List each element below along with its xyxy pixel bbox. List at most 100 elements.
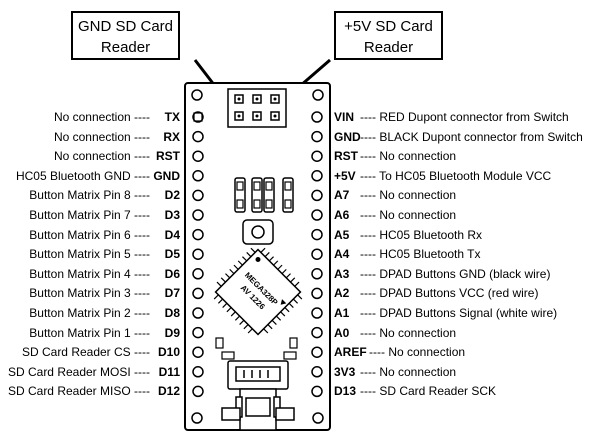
- right-pin-desc: ---- BLACK Dupont connector from Switch: [360, 129, 583, 144]
- left-pin-desc: No connection ----: [53, 149, 150, 164]
- right-pin-hole: [311, 326, 323, 339]
- left-pin-desc: No connection ----: [53, 129, 150, 144]
- left-pin-hole: [192, 189, 204, 202]
- right-pin-hole: [311, 307, 323, 319]
- left-pin-desc: Button Matrix Pin 7 ----: [29, 208, 150, 222]
- left-pin-desc: Button Matrix Pin 1 ----: [29, 325, 150, 340]
- right-pin-hole: [311, 346, 323, 358]
- right-pin-desc: ---- HC05 Bluetooth Tx: [360, 247, 481, 262]
- right-pin-name: A6: [334, 208, 350, 222]
- left-pin-name: D9: [164, 325, 180, 340]
- right-pin-desc: ---- DPAD Buttons Signal (white wire): [360, 306, 558, 320]
- reset-button: [242, 219, 274, 245]
- right-pin-desc: ---- DPAD Buttons GND (black wire): [360, 266, 551, 281]
- left-pin-hole: [192, 248, 204, 260]
- right-pin-hole: [311, 268, 323, 280]
- left-pin-hole: [192, 366, 204, 378]
- right-pin-desc: ---- RED Dupont connector from Switch: [360, 110, 569, 124]
- left-pin-desc: SD Card Reader MISO ----: [7, 384, 150, 399]
- right-pin-name: GND: [334, 129, 361, 144]
- right-pin-hole: [311, 111, 323, 123]
- right-pin-name: RST: [334, 149, 358, 164]
- vcc-callout-leader: [299, 58, 331, 88]
- right-pin-desc: ---- No connection: [360, 208, 457, 222]
- mounting-holes: [191, 89, 324, 424]
- right-pin-hole: [311, 385, 323, 398]
- right-pin-name: VIN: [334, 110, 355, 124]
- left-pin-hole: [192, 170, 204, 182]
- right-pin-desc: ---- To HC05 Bluetooth Module VCC: [360, 168, 552, 183]
- vcc-callout-line2: Reader: [363, 39, 414, 56]
- left-pin-name: D5: [164, 247, 180, 262]
- right-pin-desc: ---- No connection: [360, 364, 457, 379]
- left-pin-hole: [192, 385, 204, 398]
- right-pin-desc: ---- HC05 Bluetooth Rx: [360, 227, 483, 242]
- right-pin-hole: [311, 189, 323, 202]
- left-pin-desc: Button Matrix Pin 2 ----: [29, 306, 150, 320]
- icsp-header: [227, 88, 287, 128]
- left-pin-hole: [192, 346, 204, 358]
- left-pin-name: D12: [157, 384, 180, 399]
- left-pin-desc: No connection ----: [53, 110, 150, 124]
- right-pin-hole: [311, 248, 323, 260]
- vcc-sd-card-callout: +5V SD Card Reader: [334, 11, 443, 60]
- left-pin-name: D4: [164, 227, 180, 242]
- left-pin-hole: [192, 287, 204, 300]
- left-pin-name: RST: [156, 149, 180, 164]
- right-pin-name: A5: [334, 227, 350, 242]
- left-pin-hole: [192, 268, 204, 280]
- left-pin-hole: [192, 130, 204, 143]
- gnd-sd-card-callout: GND SD Card Reader: [71, 11, 180, 60]
- vcc-callout-line1: +5V SD Card: [344, 18, 433, 35]
- right-pin-hole: [311, 287, 323, 300]
- left-pin-name: D3: [164, 208, 180, 222]
- left-pin-name: RX: [163, 129, 180, 144]
- left-pin-hole: [192, 209, 204, 221]
- smd-parts: [215, 337, 298, 360]
- gnd-callout-line2: Reader: [100, 39, 151, 56]
- left-pin-hole: [192, 228, 204, 241]
- left-pin-name: D2: [164, 188, 180, 203]
- left-pin-desc: SD Card Reader MOSI ----: [7, 364, 150, 379]
- right-pin-name: A1: [334, 306, 350, 320]
- right-pin-desc: ---- No connection: [360, 149, 457, 164]
- left-pin-desc: Button Matrix Pin 4 ----: [29, 266, 150, 281]
- right-pin-desc: ---- SD Card Reader SCK: [360, 384, 497, 399]
- right-pin-name: A7: [334, 188, 350, 203]
- right-pin-hole: [311, 150, 323, 162]
- right-pin-name: 3V3: [334, 364, 356, 379]
- left-pin-hole: [192, 326, 204, 339]
- right-pin-hole: [311, 209, 323, 221]
- right-pin-name: A4: [334, 247, 350, 262]
- left-pin-name: D10: [157, 345, 180, 360]
- left-pin-desc: HC05 Bluetooth GND ----: [15, 168, 150, 183]
- left-pin-desc: Button Matrix Pin 8 ----: [29, 188, 150, 203]
- pin1-marker: [193, 112, 203, 122]
- left-pin-desc: Button Matrix Pin 3 ----: [29, 286, 150, 301]
- left-pin-name: D7: [164, 286, 180, 301]
- usb-connector: [221, 360, 295, 431]
- right-pin-name: AREF: [334, 345, 367, 360]
- left-pin-desc: SD Card Reader CS ----: [21, 345, 150, 360]
- right-pin-name: A2: [334, 286, 350, 301]
- left-pin-name: D6: [164, 266, 180, 281]
- right-pin-desc: ---- No connection: [369, 345, 466, 360]
- left-pin-name: GND: [153, 168, 180, 183]
- right-pin-name: D13: [334, 384, 357, 399]
- right-pin-hole: [311, 170, 323, 182]
- right-pin-desc: ---- No connection: [360, 325, 457, 340]
- left-pin-hole: [192, 111, 204, 123]
- left-pin-name: D11: [158, 364, 180, 379]
- gnd-callout-leader: [193, 59, 217, 87]
- gnd-callout-line1: GND SD Card: [77, 18, 174, 35]
- left-pin-hole: [192, 150, 204, 162]
- right-pin-hole: [311, 228, 323, 241]
- right-pin-name: A0: [334, 325, 350, 340]
- right-pin-hole: [311, 130, 323, 143]
- atmega-chip: MEGA328P AV 1226: [213, 247, 303, 336]
- right-pin-name: +5V: [334, 168, 356, 183]
- right-pin-desc: ---- DPAD Buttons VCC (red wire): [360, 286, 539, 301]
- pin-holes: [192, 111, 323, 398]
- right-pin-desc: ---- No connection: [360, 188, 457, 203]
